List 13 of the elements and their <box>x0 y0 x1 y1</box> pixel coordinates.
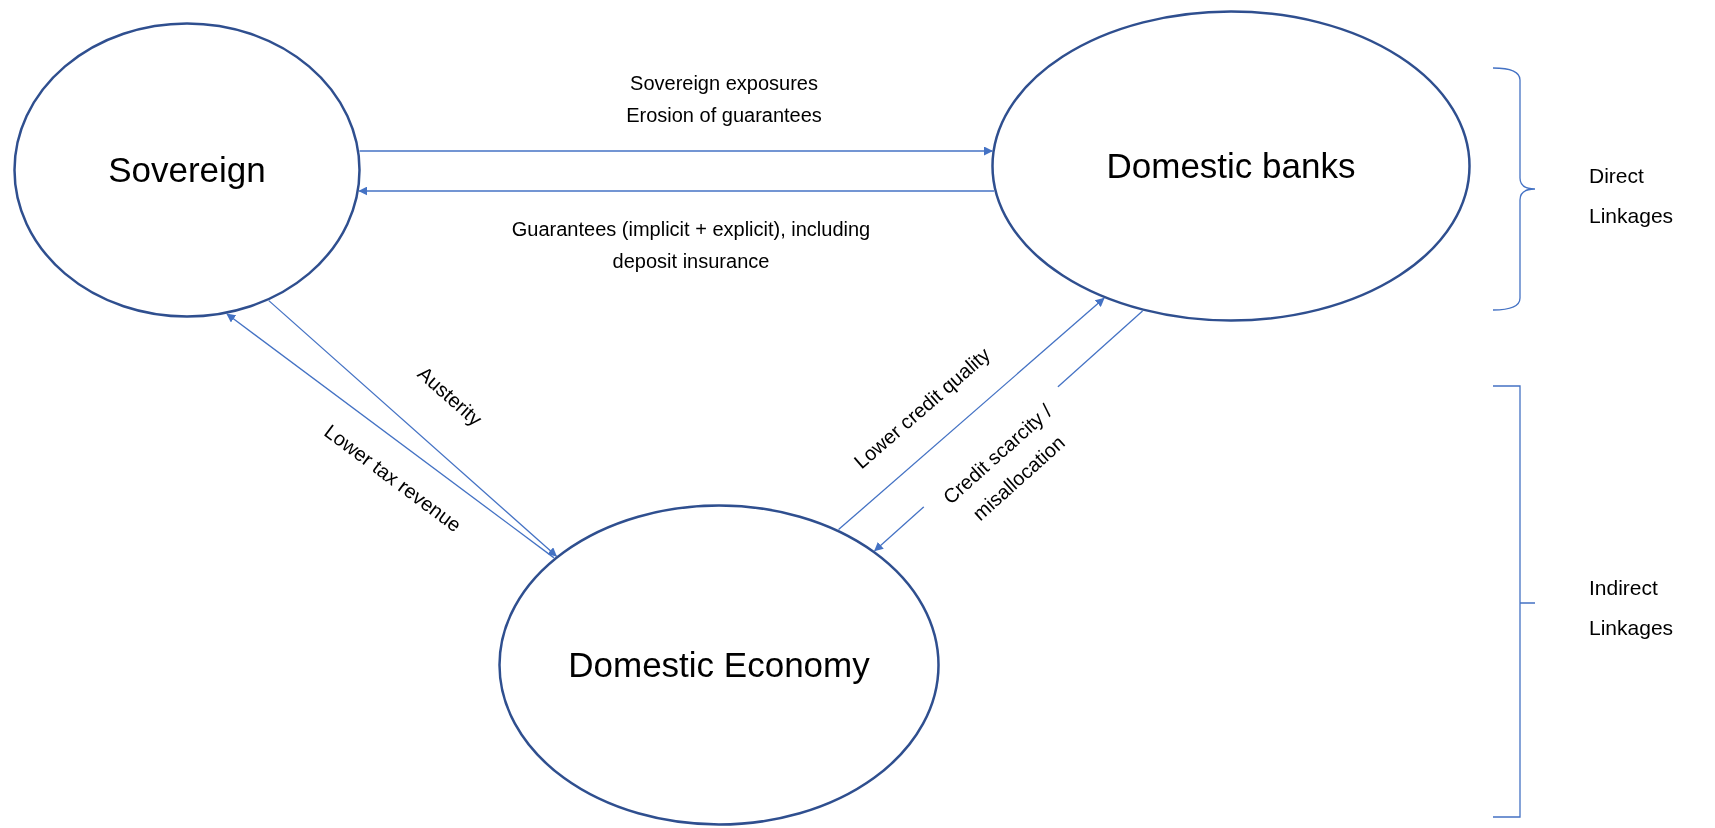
arrow <box>226 313 555 559</box>
node-label: Domestic Economy <box>568 644 870 687</box>
arrow <box>358 146 993 156</box>
entity-ellipse <box>991 10 1471 322</box>
arrow <box>268 299 557 557</box>
bracket-label: Direct Linkages <box>1589 163 1675 229</box>
arrow <box>837 297 1105 531</box>
entity-ellipse <box>13 22 361 318</box>
entity-ellipse <box>498 504 940 826</box>
node-label: Sovereign <box>108 149 266 192</box>
bracket-label: Indirect Linkages <box>1589 575 1675 641</box>
arrow <box>358 186 995 196</box>
node-label: Domestic banks <box>1106 145 1356 188</box>
